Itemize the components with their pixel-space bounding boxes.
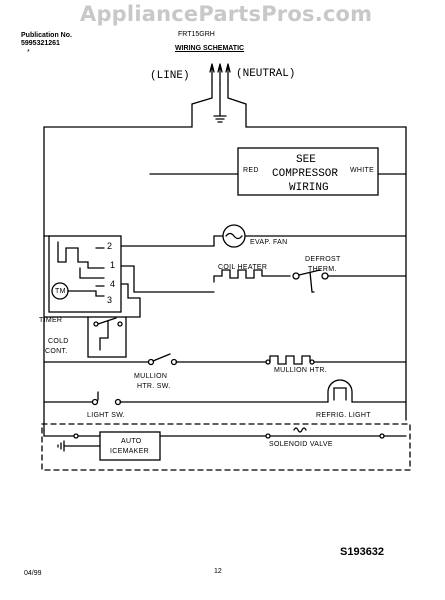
refrig-light-bulb-icon	[327, 379, 353, 403]
defrost-thermostat-icon	[292, 269, 329, 293]
icemaker-label-2: ICEMAKER	[110, 448, 149, 455]
compressor-see-text: SEE	[296, 154, 316, 166]
timer-label: TIMER	[39, 317, 63, 324]
coil-heater-label: COIL HEATER	[218, 264, 268, 271]
mullion-heater-icon	[269, 355, 311, 365]
white-wire-label: WHITE	[350, 167, 375, 174]
mullion-switch-label-1: MULLION	[134, 373, 168, 380]
publication-label: Publication No.	[21, 32, 72, 39]
light-switch-icon	[91, 391, 122, 406]
solenoid-valve-icon	[293, 427, 307, 437]
supply-connector-arrows	[209, 63, 231, 85]
timer-terminal-3: 3	[107, 295, 113, 305]
footer-page-number: 12	[214, 568, 222, 575]
publication-number: 5995321261	[21, 40, 60, 47]
compressor-compressor-text: COMPRESSOR	[272, 168, 339, 180]
icemaker-label-1: AUTO	[121, 438, 142, 445]
watermark-text: AppliancePartsPros.com	[80, 2, 373, 26]
part-code: S193632	[340, 546, 385, 558]
compressor-box	[237, 147, 379, 196]
solenoid-valve-label: SOLENOID VALVE	[269, 441, 333, 448]
icemaker-dashed-boundary	[41, 423, 411, 471]
neutral-label: (NEUTRAL)	[236, 68, 296, 80]
defrost-therm-label-1: DEFROST	[305, 256, 341, 263]
icemaker-ground-icon	[57, 440, 101, 452]
evap-fan-label: EVAP. FAN	[250, 239, 288, 246]
defrost-therm-label-2: THERM.	[308, 266, 337, 273]
footer-date: 04/99	[24, 570, 42, 577]
timer-motor-icon	[51, 282, 69, 300]
cold-control-label-1: COLD	[48, 338, 69, 345]
schematic-title: WIRING SCHEMATIC	[175, 45, 245, 52]
asterisk-mark: *	[27, 49, 30, 56]
light-switch-label: LIGHT SW.	[87, 412, 125, 419]
timer-motor-label: TM	[55, 288, 66, 295]
icemaker-box	[99, 431, 161, 461]
neutral-feed-wire	[227, 81, 407, 421]
mullion-heater-switch-icon	[147, 353, 178, 366]
mullion-switch-label-2: HTR. SW.	[137, 383, 171, 390]
timer-terminal-2: 2	[107, 241, 113, 251]
coil-heater-icon	[221, 269, 263, 279]
timer-box	[48, 235, 122, 313]
timer-terminal-1: 1	[110, 260, 116, 270]
timer-terminal-4: 4	[110, 279, 116, 289]
red-wire-label: RED	[243, 167, 259, 174]
evap-fan-icon	[222, 224, 246, 248]
refrig-light-label: REFRIG. LIGHT	[316, 412, 371, 419]
ground-icon	[213, 83, 227, 123]
compressor-wiring-text: WIRING	[289, 182, 329, 194]
line-feed-wire	[43, 81, 213, 237]
cold-control-label-2: CONT.	[45, 348, 68, 355]
model-number: FRT15GRH	[178, 31, 215, 38]
mullion-heater-label: MULLION HTR.	[274, 367, 327, 374]
cold-control-switch-icon	[93, 317, 123, 351]
cold-control-box	[87, 316, 127, 358]
line-label: (LINE)	[150, 70, 190, 82]
